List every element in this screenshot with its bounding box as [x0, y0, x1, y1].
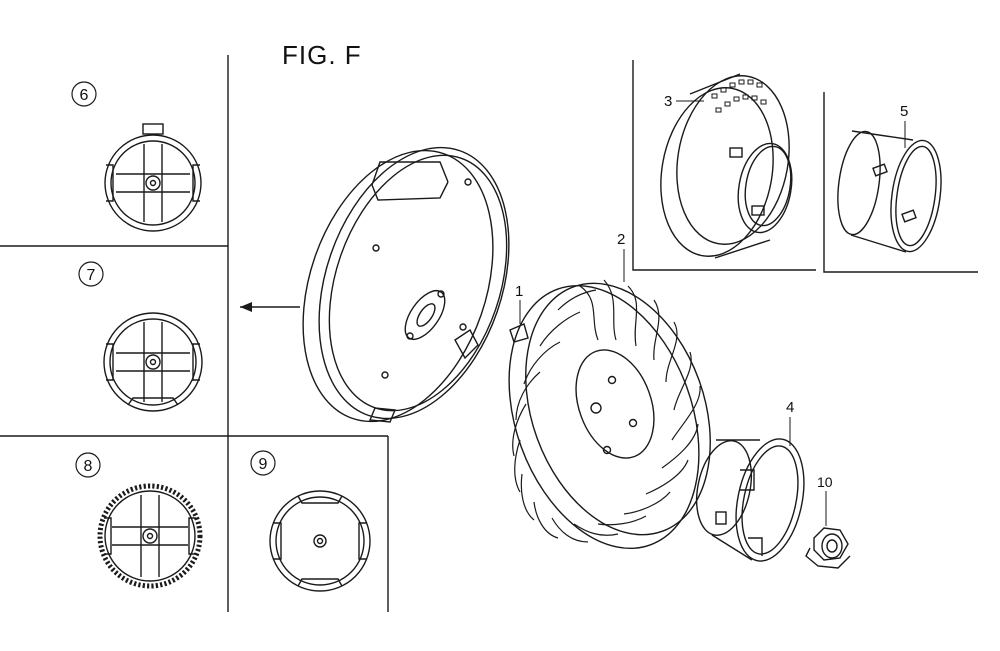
part-2-flywheel: 2: [508, 231, 711, 549]
callout-4: 4: [786, 399, 794, 416]
flywheel-fins: [512, 279, 701, 543]
starter-cover-main: [302, 146, 510, 423]
cover-vent-slots: [711, 79, 767, 113]
part-10-nut: 10: [805, 474, 851, 569]
variant-panel-grid: [0, 55, 389, 612]
panel-part-3: [632, 60, 816, 271]
part-3-cover: 3: [660, 73, 793, 259]
callout-7: 7: [87, 267, 96, 284]
cover-variant-6: 6: [71, 81, 202, 232]
cover-variant-7: 7: [78, 261, 203, 412]
callout-8: 8: [84, 458, 93, 475]
part-5-sleeve: 5: [837, 103, 942, 253]
part-1-key: 1: [509, 283, 529, 343]
cover-variant-9: 9: [250, 450, 371, 592]
direction-arrow: [240, 302, 300, 312]
callout-10: 10: [817, 474, 833, 490]
callout-1: 1: [515, 283, 523, 300]
panel-part-5: [823, 92, 978, 273]
callout-6: 6: [80, 87, 89, 104]
cover-variant-8: 8: [75, 452, 203, 589]
callout-3: 3: [664, 93, 672, 110]
callout-2: 2: [617, 231, 625, 248]
part-4-pulley: 4: [695, 399, 805, 562]
callout-9: 9: [259, 456, 268, 473]
callout-5: 5: [900, 103, 908, 120]
figure-title: FIG. F: [282, 40, 362, 70]
